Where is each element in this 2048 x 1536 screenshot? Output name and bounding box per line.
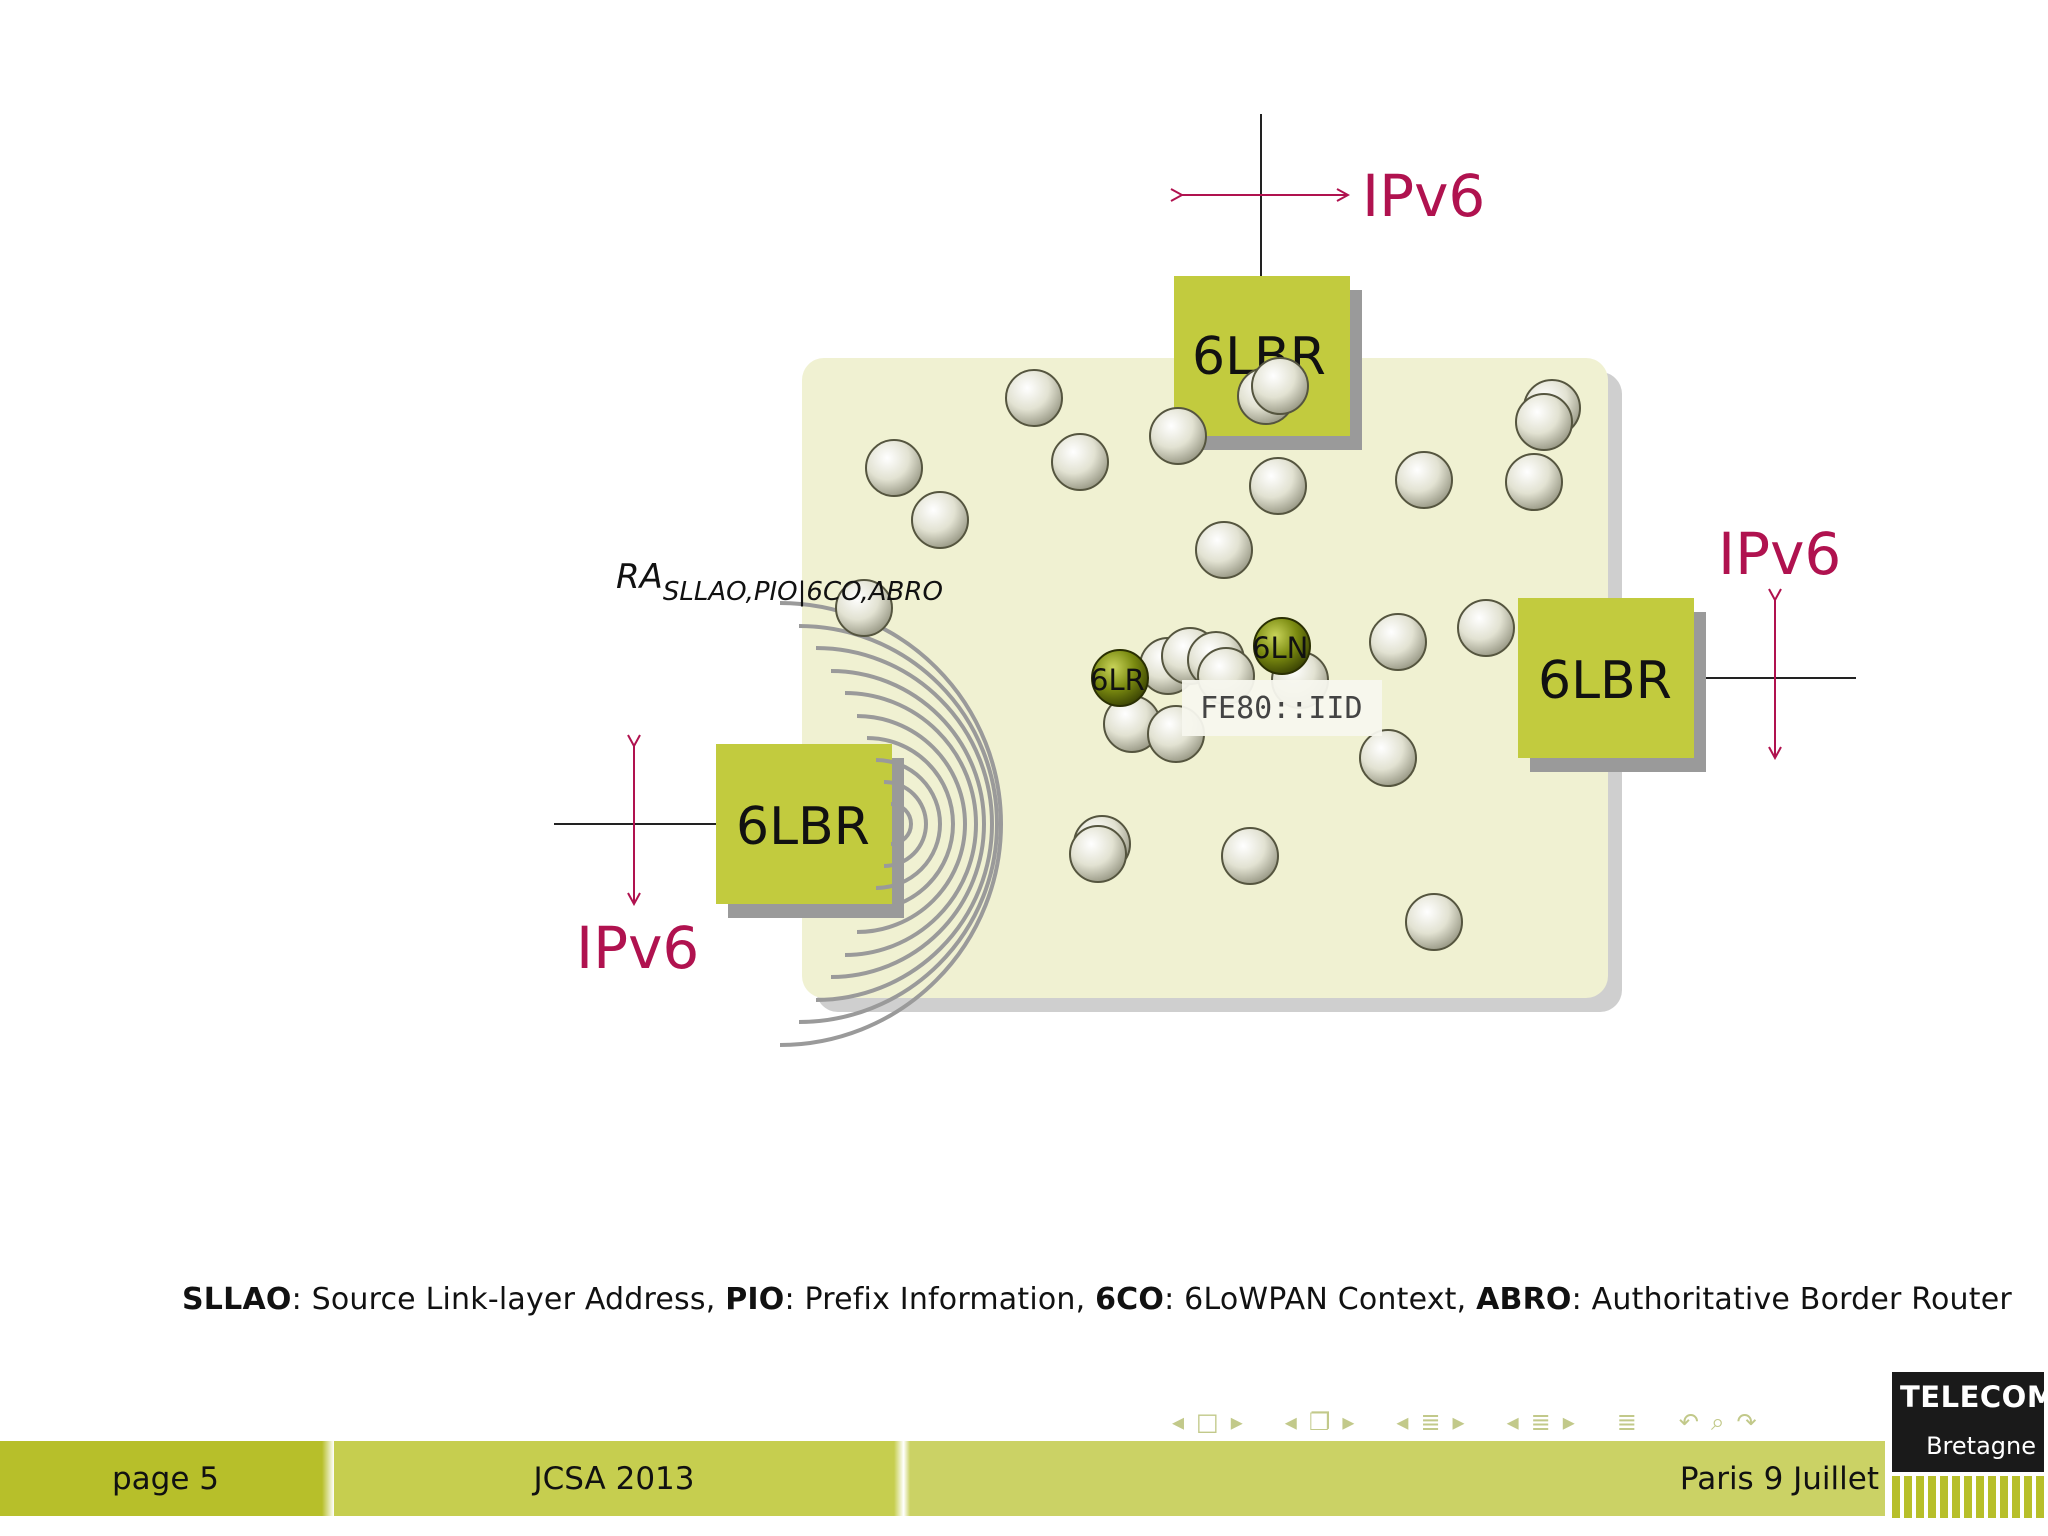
undo-icon[interactable]: ↶	[1678, 1408, 1700, 1436]
sensor-node	[1369, 613, 1427, 671]
sensor-node	[1505, 453, 1563, 511]
sensor-node	[911, 491, 969, 549]
beamer-navigation: ◂ □ ▸ ◂ ❐ ▸ ◂ ≣ ▸ ◂ ≣ ▸ ≣ ↶ ⌕ ↷	[1166, 1404, 1793, 1440]
sensor-node	[1069, 825, 1127, 883]
sensor-node	[1249, 457, 1307, 515]
nav-subsection-group[interactable]: ◂ ❐ ▸	[1279, 1408, 1361, 1436]
nav-right-icon[interactable]: ▸	[1452, 1408, 1465, 1436]
ra-label-base: RA	[616, 557, 663, 597]
sensor-node	[1051, 433, 1109, 491]
top-ipv6-label: IPv6	[1362, 162, 1485, 230]
router-left-label: 6LBR	[736, 797, 870, 857]
node-6ln-label: 6LN	[1252, 631, 1308, 665]
def-sllao: : Source Link-layer Address,	[291, 1282, 726, 1317]
node-6lr: 6LR	[1090, 649, 1149, 707]
logo-box: TELECOM Bretagne	[1892, 1372, 2048, 1472]
def-pio: : Prefix Information,	[784, 1282, 1096, 1317]
term-6co: 6CO	[1095, 1282, 1165, 1317]
logo-bottom-text: Bretagne	[1926, 1432, 2036, 1460]
telecom-bretagne-logo: TELECOM Bretagne	[1892, 1372, 2048, 1522]
sensor-node	[1251, 357, 1309, 415]
sensor-node	[1515, 393, 1573, 451]
router-right: 6LBR	[1518, 598, 1706, 772]
nav-right-icon[interactable]: ▸	[1230, 1408, 1243, 1436]
router-left	[716, 744, 904, 918]
sensor-node	[1195, 521, 1253, 579]
sensor-node	[1457, 599, 1515, 657]
nav-doc-icon[interactable]: ≣	[1616, 1408, 1637, 1436]
nav-part-icon[interactable]: ≣	[1530, 1408, 1551, 1436]
sensor-node	[1395, 451, 1453, 509]
nav-search-group[interactable]: ↶ ⌕ ↷	[1673, 1408, 1763, 1436]
nav-left-icon[interactable]: ◂	[1284, 1408, 1297, 1436]
router-right-label: 6LBR	[1538, 651, 1672, 711]
ra-label: RASLLAO,PIO|6CO,ABRO	[616, 557, 943, 607]
link-local-box	[1182, 680, 1382, 736]
sensor-node	[835, 579, 893, 637]
nav-left-icon[interactable]: ◂	[1172, 1408, 1185, 1436]
footer-divider	[894, 1441, 910, 1516]
link-local-address: FE80::IID	[1200, 691, 1363, 726]
term-pio: PIO	[725, 1282, 785, 1317]
term-abro: ABRO	[1476, 1282, 1572, 1317]
sensor-node	[1405, 893, 1463, 951]
sensor-node	[865, 439, 923, 497]
def-abro: : Authoritative Border Router	[1571, 1282, 2012, 1317]
nav-frame-icon[interactable]: □	[1196, 1408, 1219, 1436]
footer-page-number: page 5	[0, 1441, 322, 1516]
nav-left-icon[interactable]: ◂	[1506, 1408, 1519, 1436]
left-ipv6-label: IPv6	[576, 914, 699, 982]
logo-top-text: TELECOM	[1900, 1380, 2048, 1414]
redo-icon[interactable]: ↷	[1736, 1408, 1757, 1436]
footer-bar: page 5 JCSA 2013 Paris 9 Juillet	[0, 1441, 2048, 1516]
def-6co: : 6LoWPAN Context,	[1164, 1282, 1477, 1317]
term-sllao: SLLAO	[182, 1282, 292, 1317]
sensor-node	[1359, 729, 1417, 787]
logo-pattern	[1892, 1476, 2044, 1518]
nav-section-group[interactable]: ◂ ≣ ▸	[1390, 1408, 1470, 1436]
ra-label-subscript: SLLAO,PIO|6CO,ABRO	[663, 577, 943, 607]
nav-frame-group[interactable]: ◂ □ ▸	[1166, 1408, 1249, 1436]
nav-subsection-icon[interactable]: ❐	[1308, 1408, 1331, 1436]
nav-right-icon[interactable]: ▸	[1562, 1408, 1575, 1436]
node-6lr-label: 6LR	[1090, 663, 1145, 697]
footer-divider	[322, 1441, 334, 1516]
right-ipv6-label: IPv6	[1718, 520, 1841, 588]
footer-conference: JCSA 2013	[334, 1441, 894, 1516]
sensor-node	[1221, 827, 1279, 885]
sensor-node	[1005, 369, 1063, 427]
footer-date: Paris 9 Juillet	[910, 1441, 1885, 1516]
nav-right-icon[interactable]: ▸	[1342, 1408, 1355, 1436]
nav-doc-group[interactable]: ≣	[1611, 1408, 1643, 1436]
nav-left-icon[interactable]: ◂	[1396, 1408, 1409, 1436]
search-icon[interactable]: ⌕	[1711, 1408, 1725, 1436]
acronym-footnote: SLLAO: Source Link-layer Address, PIO: P…	[182, 1282, 2048, 1317]
sensor-node	[1149, 407, 1207, 465]
node-6ln: 6LN	[1252, 617, 1311, 675]
nav-section-icon[interactable]: ≣	[1420, 1408, 1441, 1436]
nav-part-group[interactable]: ◂ ≣ ▸	[1501, 1408, 1581, 1436]
